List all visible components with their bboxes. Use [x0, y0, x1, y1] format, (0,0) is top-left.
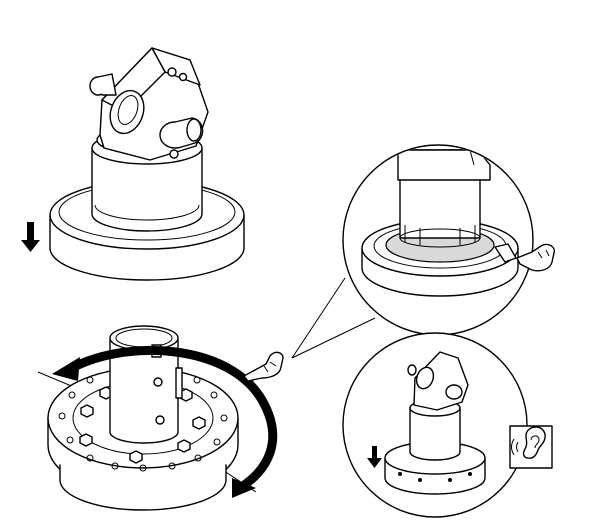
- tube-post: [109, 325, 183, 444]
- tilt-head: [89, 47, 209, 161]
- zoom-callout-lines: [291, 277, 376, 359]
- ear-icon: [509, 425, 553, 469]
- down-arrow-icon: [21, 222, 40, 252]
- rotate-arrow-icon: [52, 345, 278, 498]
- pointing-hand-icon: [516, 243, 555, 272]
- hex-bolts: [79, 386, 206, 464]
- pointing-hand-icon: [243, 351, 284, 382]
- panel-click-confirm: [342, 332, 553, 518]
- panel-rotate-bayonet: [37, 325, 284, 511]
- down-arrow-icon: [367, 446, 382, 468]
- panel-mount-on-base: [21, 47, 245, 281]
- panel-latch-detail: [342, 144, 555, 336]
